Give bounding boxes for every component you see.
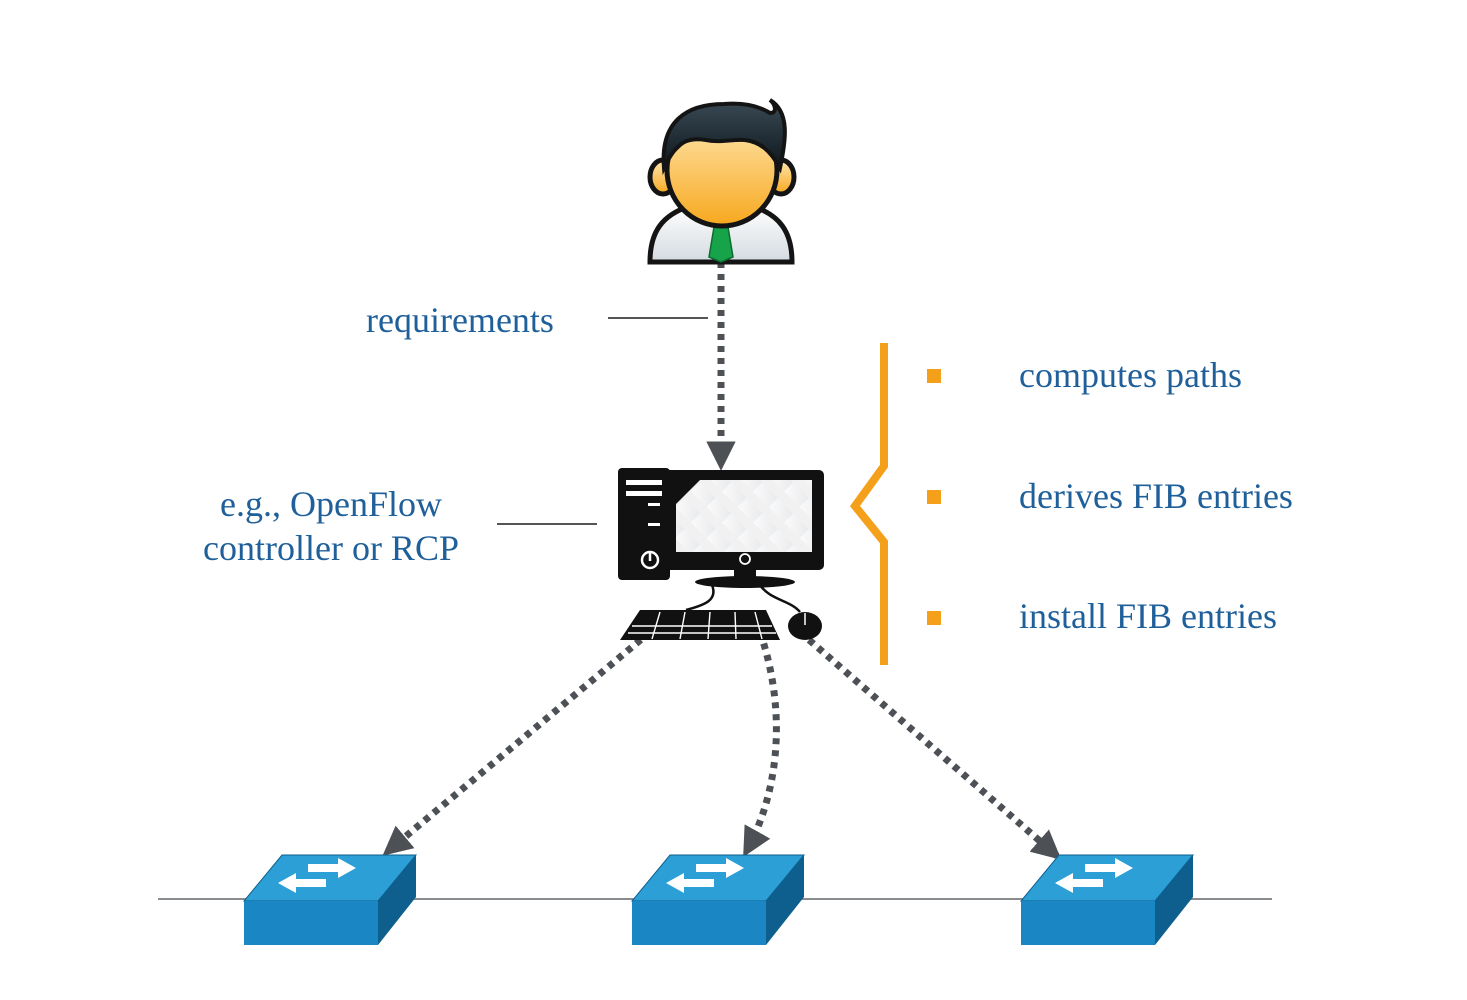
controller-label-line-1: e.g., OpenFlow <box>220 484 442 524</box>
controller-label: e.g., OpenFlow controller or RCP <box>196 482 466 570</box>
task-derives-fib-entries: derives FIB entries <box>1019 476 1293 516</box>
arrow-to-switch-middle <box>742 630 780 858</box>
network-switch-icon <box>242 854 418 945</box>
desktop-computer-icon <box>618 468 824 640</box>
arrow-to-switch-right <box>797 629 1062 860</box>
network-switch-icon <box>630 854 806 945</box>
task-install-fib-entries: install FIB entries <box>1019 596 1277 636</box>
arrow-to-switch-left <box>382 629 653 856</box>
controller-label-line-2: controller or RCP <box>203 528 459 568</box>
network-switch-icon <box>1019 854 1195 945</box>
bullet-icon <box>927 490 941 504</box>
bullet-icon <box>927 369 941 383</box>
requirements-label: requirements <box>366 300 554 340</box>
task-computes-paths: computes paths <box>1019 355 1242 395</box>
user-icon <box>647 98 797 265</box>
bullet-icon <box>927 611 941 625</box>
tasks-brace <box>849 343 888 665</box>
